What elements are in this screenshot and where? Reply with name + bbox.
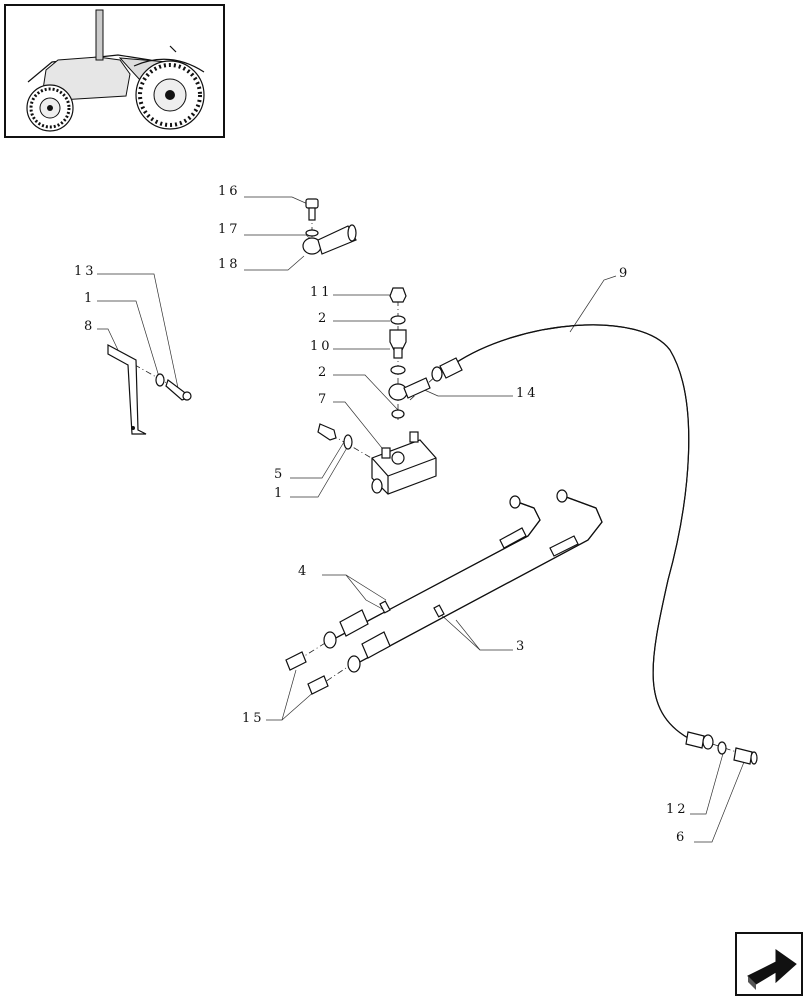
banjo-fitting-group	[302, 198, 357, 255]
assembly-center-lines	[111, 214, 753, 758]
label-3: 3	[516, 639, 527, 654]
label-5: 5	[274, 467, 285, 482]
pipe-3	[307, 489, 603, 695]
label-14: 14	[516, 386, 539, 401]
label-1-top: 1	[84, 291, 95, 306]
washer-and-bolt-13	[155, 373, 192, 401]
hose-9	[431, 324, 758, 765]
label-18: 18	[218, 257, 241, 272]
label-10: 10	[310, 339, 333, 354]
label-1-bottom: 1	[274, 486, 285, 501]
label-2-mid: 2	[318, 365, 329, 380]
callout-labels: 16 17 18 13 1 8 11 2 10 2 7 14 9 5 1 4 3…	[74, 184, 689, 845]
label-16: 16	[218, 184, 241, 199]
label-9: 9	[619, 266, 630, 281]
label-11: 11	[310, 285, 333, 300]
label-4: 4	[298, 564, 309, 579]
valve-block-7	[317, 423, 437, 495]
valve-stack-group	[388, 287, 431, 419]
pipe-4	[285, 495, 541, 671]
label-13: 13	[74, 264, 97, 279]
next-page-arrow-icon[interactable]	[735, 932, 803, 996]
label-15: 15	[242, 711, 265, 726]
label-6: 6	[676, 830, 687, 845]
label-7: 7	[318, 392, 329, 407]
label-17: 17	[218, 222, 241, 237]
tractor-thumbnail-icon[interactable]	[4, 4, 225, 138]
label-2-top: 2	[318, 311, 329, 326]
label-12: 12	[666, 802, 689, 817]
label-8: 8	[84, 319, 95, 334]
bracket-8	[107, 343, 147, 435]
leader-lines	[97, 196, 745, 843]
